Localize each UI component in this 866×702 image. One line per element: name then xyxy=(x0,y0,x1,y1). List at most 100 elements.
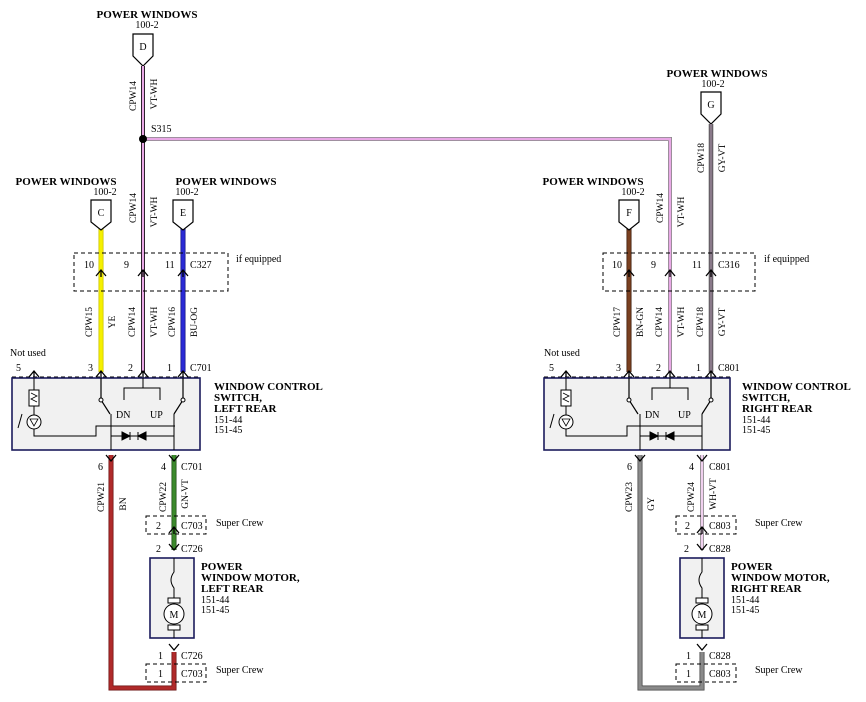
switch-title-1: WINDOW CONTROL xyxy=(214,381,323,393)
label-circuit: CPW22 xyxy=(159,482,169,512)
motor-symbol: M xyxy=(698,610,707,621)
label-circuit: CPW14 xyxy=(129,193,139,223)
switch-title-2: SWITCH, xyxy=(742,392,790,404)
pin-label: 5 xyxy=(549,363,554,374)
super-crew-note: Super Crew xyxy=(216,665,264,676)
switch-title-2: SWITCH, xyxy=(214,392,262,404)
wire-splice-cross xyxy=(143,137,672,270)
pin-label: 2 xyxy=(128,363,133,374)
label-circuit: CPW21 xyxy=(97,482,107,512)
super-crew-note: Super Crew xyxy=(216,518,264,529)
pin-label: 9 xyxy=(651,260,656,271)
switch-ref-2: 151-45 xyxy=(214,425,242,436)
pin-label: 1 xyxy=(686,669,691,680)
motor-title-2: WINDOW MOTOR, xyxy=(201,572,300,584)
motor-ref-2: 151-45 xyxy=(201,605,229,616)
label-color: YE xyxy=(108,315,118,328)
pin-label: 2 xyxy=(156,521,161,532)
not-used-label: Not used xyxy=(10,348,46,359)
ref-title: POWER WINDOWS xyxy=(97,9,198,21)
switch-dn: DN xyxy=(645,410,659,421)
splice-dot xyxy=(139,135,147,143)
connector-name: C801 xyxy=(718,363,740,374)
pin-label: 3 xyxy=(616,363,621,374)
ref-letter: D xyxy=(139,42,146,53)
pin-label: 11 xyxy=(165,260,175,271)
connector-name: C327 xyxy=(190,260,212,271)
ref-page: 100-2 xyxy=(701,79,724,90)
wire-gy xyxy=(638,455,704,690)
connector-name: C726 xyxy=(181,651,203,662)
label-circuit: CPW14 xyxy=(129,81,139,111)
label-circuit: CPW18 xyxy=(697,143,707,173)
pin-label: 1 xyxy=(696,363,701,374)
motor-title-3: RIGHT REAR xyxy=(731,583,802,595)
pin-label: 2 xyxy=(656,363,661,374)
pin-label: 4 xyxy=(689,462,694,473)
motor-title-1: POWER xyxy=(731,561,774,573)
label-color: BN-GN xyxy=(636,307,646,337)
label-circuit: CPW18 xyxy=(696,307,706,337)
connector-name: C803 xyxy=(709,669,731,680)
pin-label: 3 xyxy=(88,363,93,374)
pin-label: 5 xyxy=(16,363,21,374)
ref-page: 100-2 xyxy=(93,187,116,198)
switch-up: UP xyxy=(150,410,163,421)
switch-ref-1: 151-44 xyxy=(214,415,242,426)
wire-splice-cross-outline xyxy=(143,137,672,270)
pin-label: 1 xyxy=(686,651,691,662)
ref-f: POWER WINDOWS 100-2 F xyxy=(543,176,645,231)
ref-page: 100-2 xyxy=(621,187,644,198)
pin-label: 10 xyxy=(84,260,94,271)
label-color: GY-VT xyxy=(718,308,728,337)
pin-label: 2 xyxy=(156,544,161,555)
switch-box xyxy=(543,377,731,451)
pin-label: 6 xyxy=(98,462,103,473)
connector-name: C316 xyxy=(718,260,740,271)
connector-c316-box xyxy=(602,252,756,292)
label-color: GY xyxy=(647,497,657,511)
switch-up: UP xyxy=(678,410,691,421)
if-equipped: if equipped xyxy=(236,254,281,265)
wires xyxy=(98,66,714,691)
connector-name: C703 xyxy=(181,521,203,532)
pin-label: 1 xyxy=(158,651,163,662)
motor-ref-1: 151-44 xyxy=(201,595,229,606)
ref-letter: C xyxy=(98,208,105,219)
offpage-connector-e xyxy=(172,199,194,231)
pin-label: 1 xyxy=(158,669,163,680)
offpage-connector-c xyxy=(90,199,112,231)
switch-title-1: WINDOW CONTROL xyxy=(742,381,851,393)
pin-label: 6 xyxy=(627,462,632,473)
ref-title: POWER WINDOWS xyxy=(176,176,277,188)
label-circuit: CPW15 xyxy=(85,307,95,337)
label-color: VT-WH xyxy=(150,196,160,227)
ref-e: POWER WINDOWS 100-2 E xyxy=(172,176,277,231)
pin-label: 11 xyxy=(692,260,702,271)
ref-title: POWER WINDOWS xyxy=(667,68,768,80)
label-circuit: CPW14 xyxy=(655,307,665,337)
connector-name: C701 xyxy=(181,462,203,473)
connector-c327-box xyxy=(73,252,229,292)
connector-name: C801 xyxy=(709,462,731,473)
motor-ref-1: 151-44 xyxy=(731,595,759,606)
pin-label: 9 xyxy=(124,260,129,271)
pin-label: 2 xyxy=(684,544,689,555)
motor-title-3: LEFT REAR xyxy=(201,583,265,595)
motor-title-1: POWER xyxy=(201,561,244,573)
offpage-connector-d xyxy=(132,33,154,67)
label-circuit: CPW17 xyxy=(613,307,623,337)
switch-title-3: RIGHT REAR xyxy=(742,403,813,415)
switch-dn: DN xyxy=(116,410,130,421)
switch-right: DN UP xyxy=(543,377,731,451)
connector-name: C703 xyxy=(181,669,203,680)
ref-page: 100-2 xyxy=(135,20,158,31)
offpage-connector-f xyxy=(618,199,640,231)
if-equipped: if equipped xyxy=(764,254,809,265)
pin-label: 1 xyxy=(167,363,172,374)
switch-box xyxy=(11,377,201,451)
motor-ref-2: 151-45 xyxy=(731,605,759,616)
connector-name: C828 xyxy=(709,651,731,662)
splice-label: S315 xyxy=(151,124,172,135)
